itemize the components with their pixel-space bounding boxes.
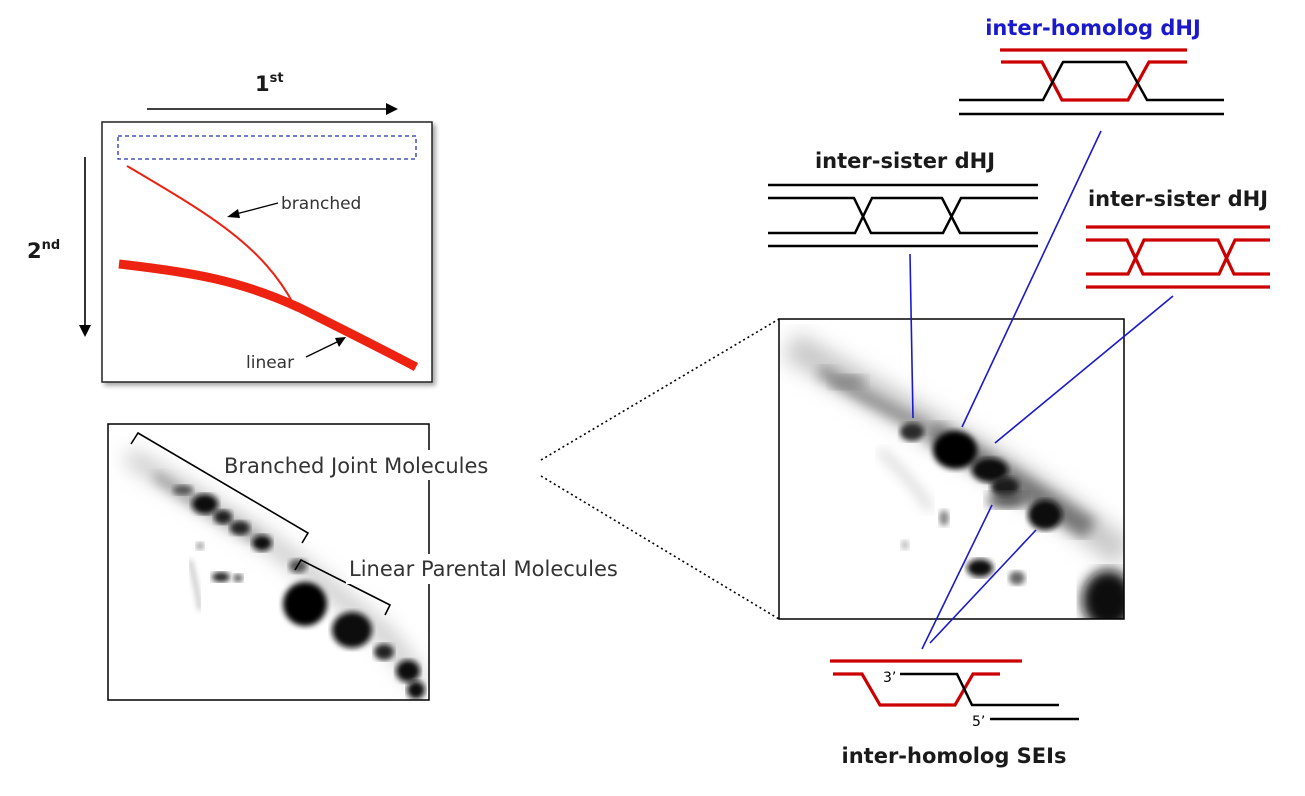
connector-homolog-dhj <box>961 130 1102 428</box>
first-dimension-arrow <box>147 103 398 115</box>
second-dimension-arrow <box>79 157 91 337</box>
linear-bracket <box>294 558 392 616</box>
structure-sister-dhj-red <box>1086 225 1270 289</box>
connector-sei-1 <box>921 504 993 650</box>
homolog-dhj-label: inter-homolog dHJ <box>985 16 1201 40</box>
linear-label: linear <box>246 353 294 373</box>
zoom-line-bottom <box>540 475 780 620</box>
linear-pointer-arrow <box>305 337 346 358</box>
connector-sister-dhj-black <box>909 253 914 419</box>
schematic-frame <box>101 121 433 383</box>
branched-arc <box>126 165 295 306</box>
gel-schematic: branched linear <box>101 121 433 383</box>
zoom-line-top <box>540 318 780 461</box>
branched-bracket <box>130 431 310 544</box>
homolog-sei-label: inter-homolog SEIs <box>842 744 1067 768</box>
three-prime-label: 3’ <box>883 670 896 686</box>
linear-arc <box>118 259 419 371</box>
branched-pointer-arrow <box>227 202 279 218</box>
linear-molecules-label: Linear Parental Molecules <box>349 557 618 581</box>
well-dashed-box <box>117 135 417 160</box>
first-dimension-label: 1st <box>255 71 284 96</box>
connector-sister-dhj-red <box>994 295 1174 444</box>
five-prime-label: 5’ <box>972 714 985 730</box>
second-dimension-label: 2nd <box>27 238 60 263</box>
branched-label: branched <box>281 194 361 214</box>
structure-homolog-sei <box>830 659 1079 721</box>
connector-sei-2 <box>929 529 1037 644</box>
branched-molecules-label: Branched Joint Molecules <box>224 454 488 478</box>
structure-homolog-dhj <box>959 48 1224 116</box>
sister-dhj-red-label: inter-sister dHJ <box>1088 187 1268 211</box>
gel-image-zoomed <box>778 318 1125 620</box>
sister-dhj-black-label: inter-sister dHJ <box>815 149 995 173</box>
structure-sister-dhj-black <box>768 183 1038 248</box>
